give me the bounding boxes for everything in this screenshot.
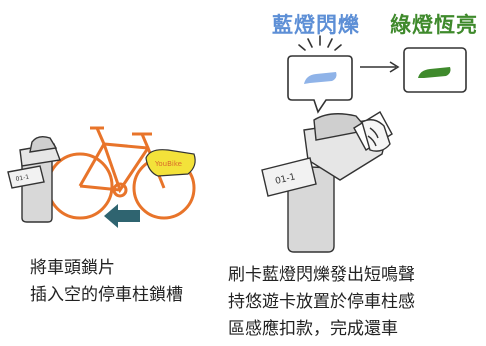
hand-with-card: [353, 111, 393, 152]
right-caption-line-3: 區感應扣款，完成還車: [228, 319, 398, 339]
left-caption-line-1: 將車頭鎖片: [30, 258, 115, 278]
right-caption: 刷卡藍燈閃爍發出短鳴聲 持悠遊卡放置於停車柱感 區感應扣款，完成還車: [228, 262, 415, 343]
blue-indicator-bubble: [287, 35, 353, 114]
pole-right-plate: 01-1: [274, 172, 296, 187]
bike-docking-illustration: YouBike 01-1: [7, 126, 196, 228]
basket-logo-text: YouBike: [154, 160, 182, 168]
left-arrow-icon: [104, 204, 140, 228]
left-caption: 將車頭鎖片 插入空的停車柱鎖槽: [30, 255, 183, 309]
left-caption-line-2: 插入空的停車柱鎖槽: [30, 285, 183, 305]
green-steady-label: 綠燈恆亮: [390, 13, 478, 37]
flash-lines-icon: [298, 35, 342, 51]
bike-basket: [145, 149, 196, 177]
card-tap-illustration: 01-1: [261, 111, 393, 253]
blue-flash-label: 藍燈閃爍: [272, 13, 360, 37]
right-caption-line-2: 持悠遊卡放置於停車柱感: [228, 292, 415, 312]
blue-light-bar: [304, 72, 337, 84]
pole-left-plate: 01-1: [15, 174, 30, 183]
green-light-bar: [418, 67, 451, 78]
right-caption-line-1: 刷卡藍燈閃爍發出短鳴聲: [228, 265, 415, 285]
green-indicator-box: [403, 47, 467, 93]
docking-pole-left: [7, 135, 61, 223]
right-arrow-icon: [360, 61, 400, 73]
